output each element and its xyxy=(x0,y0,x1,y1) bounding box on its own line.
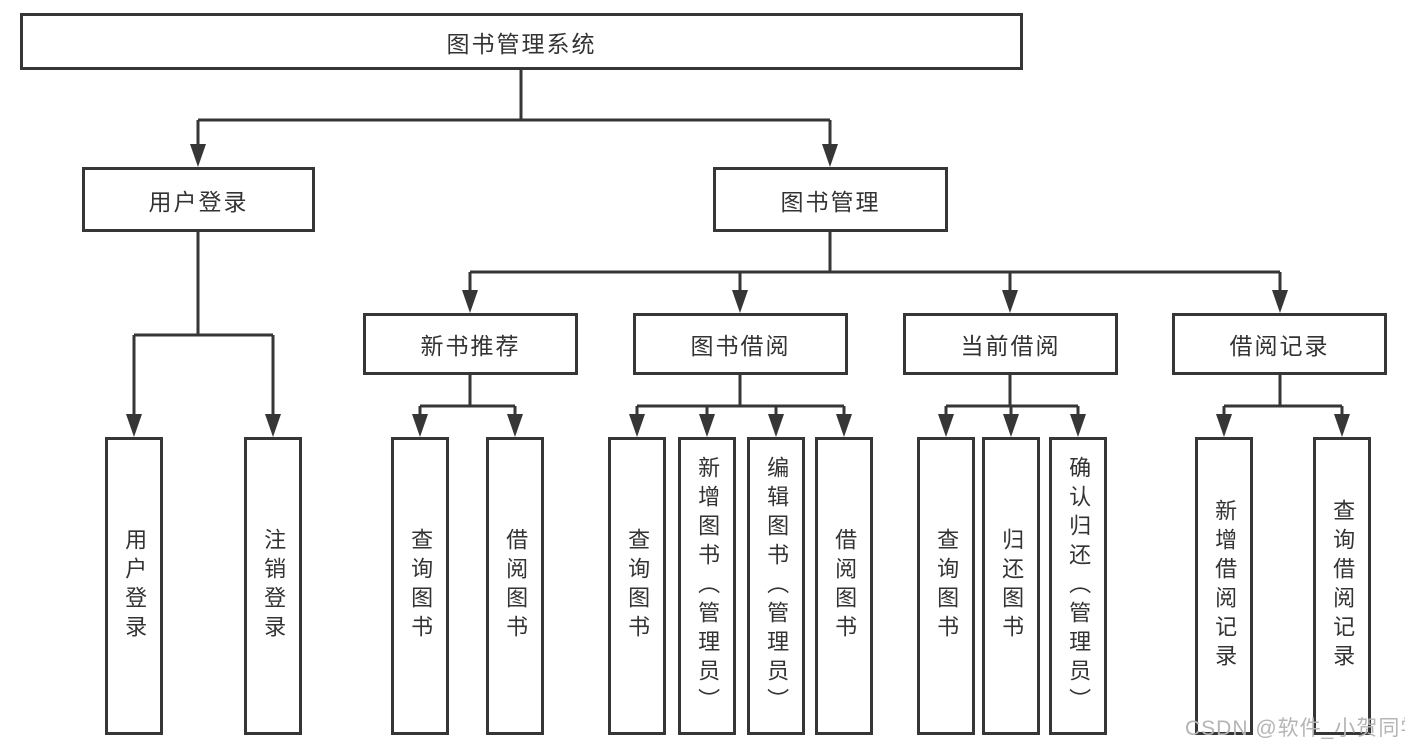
connector-user-login xyxy=(132,232,275,419)
leaf-borrow-books: 借阅图书 xyxy=(815,437,873,735)
node-user-login: 用户登录 xyxy=(82,167,315,232)
leaf-label: 确认归还（管理员） xyxy=(1066,455,1092,717)
leaf-user-login: 用户登录 xyxy=(105,437,163,735)
node-label: 用户登录 xyxy=(148,188,249,215)
leaf-add-borrow-record: 新增借阅记录 xyxy=(1195,437,1253,735)
leaf-label: 新增图书（管理员） xyxy=(695,455,721,717)
leaf-label: 编辑图书（管理员） xyxy=(764,455,790,717)
node-book-management: 图书管理 xyxy=(713,167,948,232)
leaf-borrow-books-recommend: 借阅图书 xyxy=(486,437,544,735)
connector-book-management xyxy=(468,232,1282,295)
node-label: 新书推荐 xyxy=(420,333,521,359)
node-label: 当前借阅 xyxy=(960,333,1061,359)
leaf-label: 查询图书 xyxy=(408,528,434,644)
csdn-watermark: CSDN @软件_小贺同学 xyxy=(1185,717,1405,740)
connector-new-book-recommend xyxy=(418,375,517,419)
leaf-label: 借阅图书 xyxy=(832,528,858,644)
connector-current-borrow xyxy=(944,375,1080,419)
connector-book-borrow xyxy=(635,375,846,419)
leaf-query-books-borrow: 查询图书 xyxy=(608,437,666,735)
node-label: 图书管理 xyxy=(780,188,881,215)
node-label: 借阅记录 xyxy=(1229,333,1330,359)
leaf-confirm-return-admin: 确认归还（管理员） xyxy=(1049,437,1107,735)
leaf-query-borrow-record: 查询借阅记录 xyxy=(1313,437,1371,735)
leaf-label: 用户登录 xyxy=(122,528,148,644)
node-library-management-system: 图书管理系统 xyxy=(20,13,1023,70)
leaf-label: 注销登录 xyxy=(261,528,287,644)
leaf-label: 查询借阅记录 xyxy=(1330,499,1356,673)
connector-borrow-records xyxy=(1222,375,1344,419)
leaf-edit-book-admin: 编辑图书（管理员） xyxy=(747,437,805,735)
leaf-label: 借阅图书 xyxy=(503,528,529,644)
leaf-label: 归还图书 xyxy=(999,528,1025,644)
connector-root xyxy=(196,70,832,149)
leaf-query-books-current: 查询图书 xyxy=(917,437,975,735)
leaf-logout: 注销登录 xyxy=(244,437,302,735)
node-label: 图书借阅 xyxy=(690,333,791,359)
leaf-query-books-recommend: 查询图书 xyxy=(391,437,449,735)
leaf-label: 新增借阅记录 xyxy=(1212,499,1238,673)
node-current-borrow: 当前借阅 xyxy=(903,313,1118,375)
node-book-borrow: 图书借阅 xyxy=(633,313,848,375)
node-new-book-recommend: 新书推荐 xyxy=(363,313,578,375)
leaf-label: 查询图书 xyxy=(625,528,651,644)
leaf-label: 查询图书 xyxy=(934,528,960,644)
leaf-add-book-admin: 新增图书（管理员） xyxy=(678,437,736,735)
node-label: 图书管理系统 xyxy=(446,30,597,57)
node-borrow-records: 借阅记录 xyxy=(1172,313,1387,375)
leaf-return-book: 归还图书 xyxy=(982,437,1040,735)
